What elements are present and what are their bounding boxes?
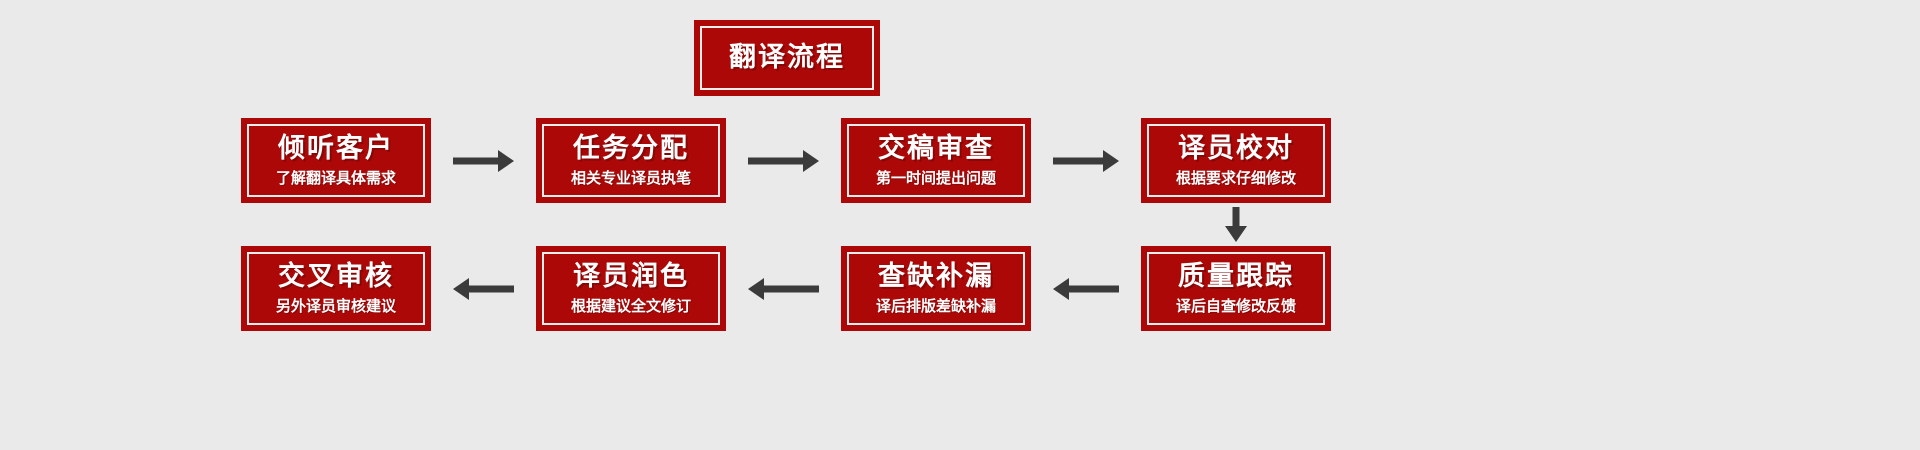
- node-title: 质量跟踪: [1178, 260, 1294, 291]
- arrow-row1-step2-to-step3: [748, 149, 819, 173]
- arrow-shaft: [1232, 207, 1240, 228]
- node-row2-step1[interactable]: 交叉审核 另外译员审核建议: [241, 246, 431, 331]
- node-title: 查缺补漏: [878, 260, 994, 291]
- arrow-shaft: [1067, 285, 1119, 292]
- node-row1-step3[interactable]: 交稿审查 第一时间提出问题: [841, 118, 1031, 203]
- box-text-wrap: 倾听客户 了解翻译具体需求: [244, 132, 428, 187]
- node-subtitle: 根据建议全文修订: [570, 297, 691, 315]
- node-title: 译员校对: [1178, 132, 1294, 163]
- arrow-head-right-icon: [803, 149, 819, 172]
- arrow-shaft: [467, 285, 514, 292]
- arrow-head-left-icon: [453, 277, 469, 300]
- arrow-row1-step3-to-step4: [1053, 149, 1119, 173]
- arrow-head-left-icon: [748, 277, 764, 300]
- box-text-wrap: 译员校对 根据要求仔细修改: [1144, 132, 1328, 187]
- arrow-row2-step4-to-step3: [1053, 277, 1119, 301]
- node-subtitle: 译后排版差缺补漏: [875, 297, 996, 315]
- box-text-wrap: 交稿审查 第一时间提出问题: [844, 132, 1028, 187]
- node-row1-step4[interactable]: 译员校对 根据要求仔细修改: [1141, 118, 1331, 203]
- node-title: 交稿审查: [878, 132, 994, 163]
- arrow-shaft: [748, 157, 805, 164]
- arrow-head-left-icon: [1053, 277, 1069, 300]
- box-text-wrap: 任务分配 相关专业译员执笔: [539, 132, 723, 187]
- node-title: 倾听客户: [278, 132, 394, 163]
- arrow-head-down-icon: [1225, 226, 1247, 242]
- node-title: 任务分配: [573, 132, 689, 163]
- node-row2-step2[interactable]: 译员润色 根据建议全文修订: [536, 246, 726, 331]
- node-title: 交叉审核: [278, 260, 394, 291]
- node-row2-step3[interactable]: 查缺补漏 译后排版差缺补漏: [841, 246, 1031, 331]
- box-text-wrap: 译员润色 根据建议全文修订: [539, 260, 723, 315]
- node-subtitle: 根据要求仔细修改: [1175, 169, 1296, 187]
- arrow-row2-step3-to-step2: [748, 277, 819, 301]
- box-text-wrap: 质量跟踪 译后自查修改反馈: [1144, 260, 1328, 315]
- flowchart-title-text: 翻译流程: [729, 42, 845, 73]
- flowchart-title-box: 翻译流程: [694, 20, 880, 96]
- arrow-shaft: [453, 157, 500, 164]
- box-text-wrap: 查缺补漏 译后排版差缺补漏: [844, 260, 1028, 315]
- arrow-row1-step1-to-step2: [453, 149, 514, 173]
- arrow-head-right-icon: [498, 149, 514, 172]
- box-text-wrap: 交叉审核 另外译员审核建议: [244, 260, 428, 315]
- node-row1-step2[interactable]: 任务分配 相关专业译员执笔: [536, 118, 726, 203]
- arrow-shaft: [762, 285, 819, 292]
- node-subtitle: 相关专业译员执笔: [570, 169, 691, 187]
- arrow-head-right-icon: [1103, 149, 1119, 172]
- node-subtitle: 译后自查修改反馈: [1175, 297, 1296, 315]
- arrow-row2-step2-to-step1: [453, 277, 514, 301]
- node-subtitle: 另外译员审核建议: [275, 297, 396, 315]
- node-row1-step1[interactable]: 倾听客户 了解翻译具体需求: [241, 118, 431, 203]
- node-row2-step4[interactable]: 质量跟踪 译后自查修改反馈: [1141, 246, 1331, 331]
- box-text-wrap: 翻译流程: [697, 42, 877, 73]
- arrow-shaft: [1053, 157, 1105, 164]
- arrow-row1-step4-to-row2-step4: [1224, 207, 1248, 242]
- node-subtitle: 第一时间提出问题: [875, 169, 996, 187]
- node-title: 译员润色: [573, 260, 689, 291]
- node-subtitle: 了解翻译具体需求: [275, 169, 396, 187]
